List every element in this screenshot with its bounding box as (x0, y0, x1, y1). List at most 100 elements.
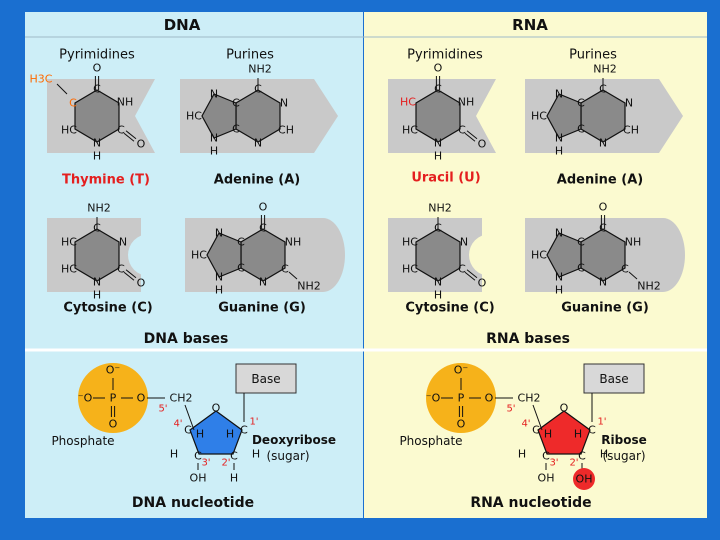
oxygen-atom: ⁻O (78, 392, 93, 405)
oxygen-atom: O (599, 201, 608, 214)
carbon-atom: C (259, 222, 267, 235)
hc-group: HC (402, 263, 418, 276)
nitrogen-atom: N (215, 271, 223, 284)
oxygen-atom: O⁻ (454, 364, 469, 377)
nitrogen-atom: N (280, 97, 288, 110)
double-bond-line (464, 132, 476, 142)
carbon-atom: C (232, 97, 240, 110)
sugar-ring (537, 410, 591, 455)
rna-nucleotide-caption: RNA nucleotide (470, 495, 591, 511)
rna-header: RNA (512, 16, 548, 34)
rna-guanine-label: Guanine (G) (561, 301, 649, 316)
ch2-bond (532, 404, 543, 431)
carbon-atom: C (117, 263, 125, 276)
amine-group: NH2 (637, 280, 661, 293)
ch-group: CH (278, 124, 294, 137)
carbon-5-prime: 5' (158, 404, 167, 415)
double-bond-line (464, 271, 476, 281)
rna-bases-caption: RNA bases (486, 331, 570, 347)
hydrogen-atom: H (600, 448, 608, 461)
phosphorus-atom: P (458, 392, 465, 405)
hydrogen-atom: H (230, 472, 238, 485)
carbon-atom: C (434, 83, 442, 96)
thymine-label: Thymine (T) (62, 173, 150, 188)
phosphate-circle (426, 363, 496, 433)
nitrogen-atom: N (210, 132, 218, 145)
carbon-atom: C (254, 83, 262, 96)
dna-pyrimidines-heading: Pyrimidines (59, 48, 135, 63)
nh-group: NH (458, 96, 475, 109)
nitrogen-atom: N (259, 276, 267, 289)
dna-purines-heading: Purines (226, 48, 274, 63)
double-bond-line (466, 269, 478, 279)
nitrogen-atom: N (93, 276, 101, 289)
carbon-atom: C (281, 263, 289, 276)
carbon-atom: C (93, 83, 101, 96)
rna-cytosine-label: Cytosine (C) (405, 301, 494, 316)
hc-group: HC (61, 124, 77, 137)
hydrogen-atom: H (170, 448, 178, 461)
carbon-4-prime: 4' (173, 419, 182, 430)
ch-group: CH (623, 124, 639, 137)
pairing-notch (469, 234, 511, 276)
base-label: Base (251, 372, 280, 386)
carbon-atom: C (458, 263, 466, 276)
double-bond-line (125, 130, 137, 140)
uracil-hc-group: HC (400, 96, 416, 109)
hydrogen-atom: H (215, 284, 223, 297)
ring-carbon: C (588, 424, 596, 437)
nitrogen-atom: N (460, 236, 468, 249)
hydrogen-atom: H (252, 448, 260, 461)
double-bond-line (125, 269, 137, 279)
phosphate-label: Phosphate (399, 434, 462, 448)
oxygen-atom: O (137, 277, 146, 290)
dna-cytosine-label: Cytosine (C) (63, 301, 152, 316)
rna-pyrimidines-heading: Pyrimidines (407, 48, 483, 63)
base-label: Base (599, 372, 628, 386)
pyrimidine-ring (74, 228, 120, 282)
oxygen-atom: O (137, 392, 146, 405)
nitrogen-atom: N (625, 97, 633, 110)
nh-group: NH (285, 236, 302, 249)
hc-group: HC (191, 249, 207, 262)
oxygen-atom: O (478, 138, 487, 151)
ring-carbon: C (184, 424, 192, 437)
phosphorus-atom: P (110, 392, 117, 405)
carbon-atom: C (232, 123, 240, 136)
carbon-atom: C (117, 124, 125, 137)
uracil-label: Uracil (U) (411, 171, 480, 186)
dna-bases-caption: DNA bases (144, 331, 229, 347)
double-bond-line (123, 271, 135, 281)
phosphate-label: Phosphate (51, 434, 114, 448)
carbon-atom: C (599, 222, 607, 235)
double-bond-line (466, 130, 478, 140)
purine-five-ring (206, 232, 242, 278)
carbon-atom: C (237, 262, 245, 275)
pyrimidine-ring (415, 228, 461, 282)
ch2-group: CH2 (518, 392, 541, 405)
nitrogen-atom: N (555, 88, 563, 101)
carbon-atom: C (434, 222, 442, 235)
hydrogen-atom: H (210, 145, 218, 158)
nitrogen-atom: N (555, 227, 563, 240)
hydrogen-atom: H (93, 289, 101, 302)
oxygen-atom: O (259, 201, 268, 214)
ring-carbon: C (194, 450, 202, 463)
hc-group: HC (531, 249, 547, 262)
pairing-notch (128, 234, 170, 276)
pyrimidine-ring (74, 89, 120, 143)
hydrogen-atom: H (434, 150, 442, 163)
phosphate-circle (78, 363, 148, 433)
ch2-bond (184, 404, 195, 431)
ring-carbon: C (532, 424, 540, 437)
nitrogen-atom: N (434, 137, 442, 150)
sugar-note: (sugar) (602, 449, 645, 463)
nitrogen-atom: N (555, 271, 563, 284)
nitrogen-atom: N (599, 276, 607, 289)
hc-group: HC (402, 236, 418, 249)
nitrogen-atom: N (210, 88, 218, 101)
carbon-2-prime: 2' (221, 458, 230, 469)
